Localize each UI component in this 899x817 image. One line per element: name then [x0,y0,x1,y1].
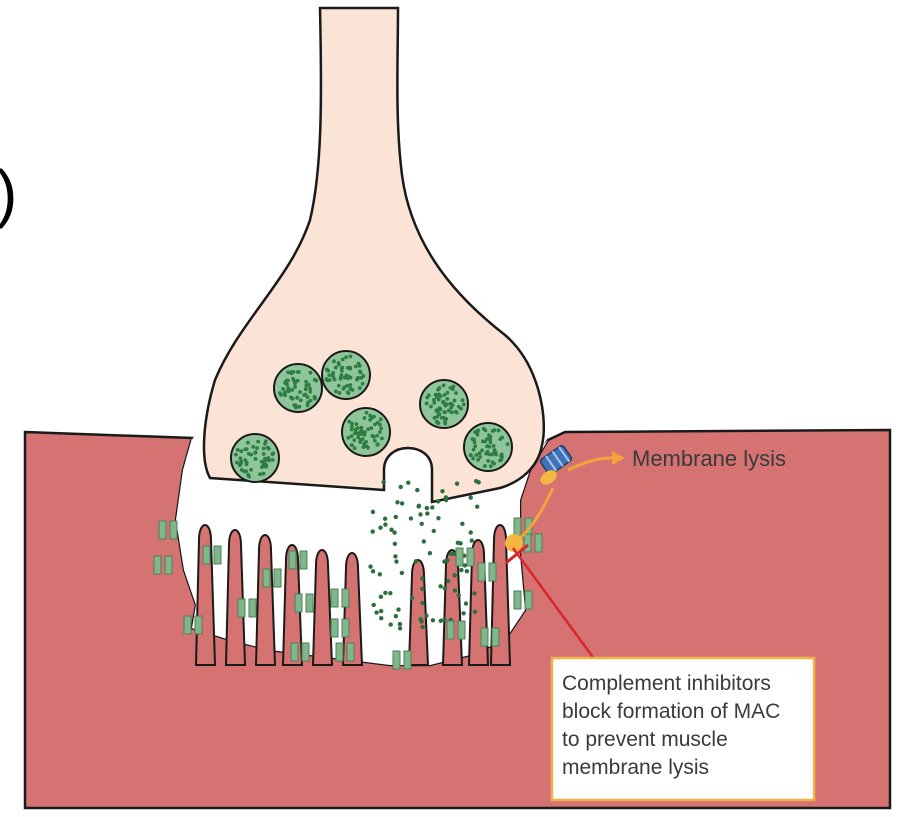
acetylcholine-molecule [389,622,393,626]
acetylcholine-molecule [455,481,459,485]
acetylcholine-molecule [443,586,447,590]
acetylcholine-molecule [425,511,429,515]
acetylcholine-molecule [400,501,404,505]
acetylcholine-molecule [389,528,393,532]
acetylcholine-molecule [453,588,457,592]
junctional-fold [226,530,245,665]
acetylcholine-molecule [476,480,480,484]
acetylcholine-molecule [473,610,477,614]
acetylcholine-molecule [416,504,420,508]
junctional-fold [256,535,275,665]
acetylcholine-molecule [422,539,426,543]
acetylcholine-molecule [393,554,397,558]
acetylcholine-molecule [436,499,440,503]
acetylcholine-molecule [368,564,372,568]
inhibitor-line-2: block formation of MAC [562,700,780,723]
acetylcholine-molecule [469,530,473,534]
acetylcholine-molecule [464,601,468,605]
synaptic-vesicle-icon [322,351,370,399]
inhibitor-line-4: membrane lysis [562,756,709,779]
acetylcholine-molecule [459,568,463,572]
acetylcholine-molecule [472,591,476,595]
acetylcholine-molecule [420,587,424,591]
acetylcholine-molecule [394,559,398,563]
acetylcholine-molecule [439,619,443,623]
acetylcholine-molecule [371,510,375,514]
acetylcholine-molecule [371,529,375,533]
acetylcholine-molecule [436,516,440,520]
acetylcholine-molecule [388,591,392,595]
synaptic-vesicle-icon [464,423,512,471]
acetylcholine-molecule [453,573,457,577]
acetylcholine-molecule [438,584,442,588]
acetylcholine-molecule [458,541,462,545]
acetylcholine-molecule [465,569,469,573]
acetylcholine-molecule [428,551,432,555]
acetylcholine-molecule [398,626,402,630]
acetylcholine-molecule [381,480,385,484]
acetylcholine-molecule [395,500,399,504]
acetylcholine-molecule [406,481,410,485]
acetylcholine-molecule [394,515,398,519]
acetylcholine-molecule [469,495,473,499]
acetylcholine-molecule [372,603,376,607]
acetylcholine-molecule [418,617,422,621]
acetylcholine-molecule [383,517,387,521]
synaptic-vesicle-icon [420,380,468,428]
acetylcholine-molecule [420,601,424,605]
acetylcholine-molecule [442,559,446,563]
inhibitor-line-1: Complement inhibitors [562,672,771,695]
acetylcholine-molecule [379,616,383,620]
acetylcholine-molecule [418,512,422,516]
acetylcholine-molecule [475,504,479,508]
acetylcholine-molecule [444,495,448,499]
acetylcholine-molecule [431,618,435,622]
acetylcholine-molecule [379,595,383,599]
acetylcholine-molecule [425,506,429,510]
acetylcholine-molecule [409,516,413,520]
acetylcholine-molecule [378,572,382,576]
acetylcholine-molecule [400,571,404,575]
acetylcholine-molecule [378,525,382,529]
acetylcholine-molecule [399,485,403,489]
acetylcholine-molecule [470,538,474,542]
acetylcholine-molecule [398,622,402,626]
acetylcholine-molecule [420,625,424,629]
acetylcholine-molecule [383,591,387,595]
synaptic-vesicle-icon [274,364,322,412]
acetylcholine-molecule [374,610,378,614]
inhibitor-line-3: to prevent muscle [562,728,728,751]
acetylcholine-molecule [420,576,424,580]
acetylcholine-molecule [457,593,461,597]
synaptic-vesicle-icon [231,434,279,482]
acetylcholine-molecule [393,542,397,546]
acetylcholine-molecule [432,529,436,533]
acetylcholine-molecule [394,614,398,618]
panel-letter-fragment: ) [0,157,17,229]
acetylcholine-molecule [414,559,418,563]
acetylcholine-molecule [440,489,444,493]
membrane-lysis-label: Membrane lysis [632,446,786,471]
acetylcholine-molecule [379,609,383,613]
acetylcholine-molecule [410,596,414,600]
acetylcholine-molecule [415,488,419,492]
acetylcholine-molecule [424,614,428,618]
acetylcholine-molecule [460,522,464,526]
acetylcholine-molecule [396,607,400,611]
synaptic-vesicle-icon [342,408,390,456]
acetylcholine-molecule [461,611,465,615]
acetylcholine-molecule [383,522,387,526]
acetylcholine-molecule [430,505,434,509]
acetylcholine-molecule [420,522,424,526]
acetylcholine-molecule [446,579,450,583]
acetylcholine-molecule [449,552,453,556]
acetylcholine-molecule [371,569,375,573]
